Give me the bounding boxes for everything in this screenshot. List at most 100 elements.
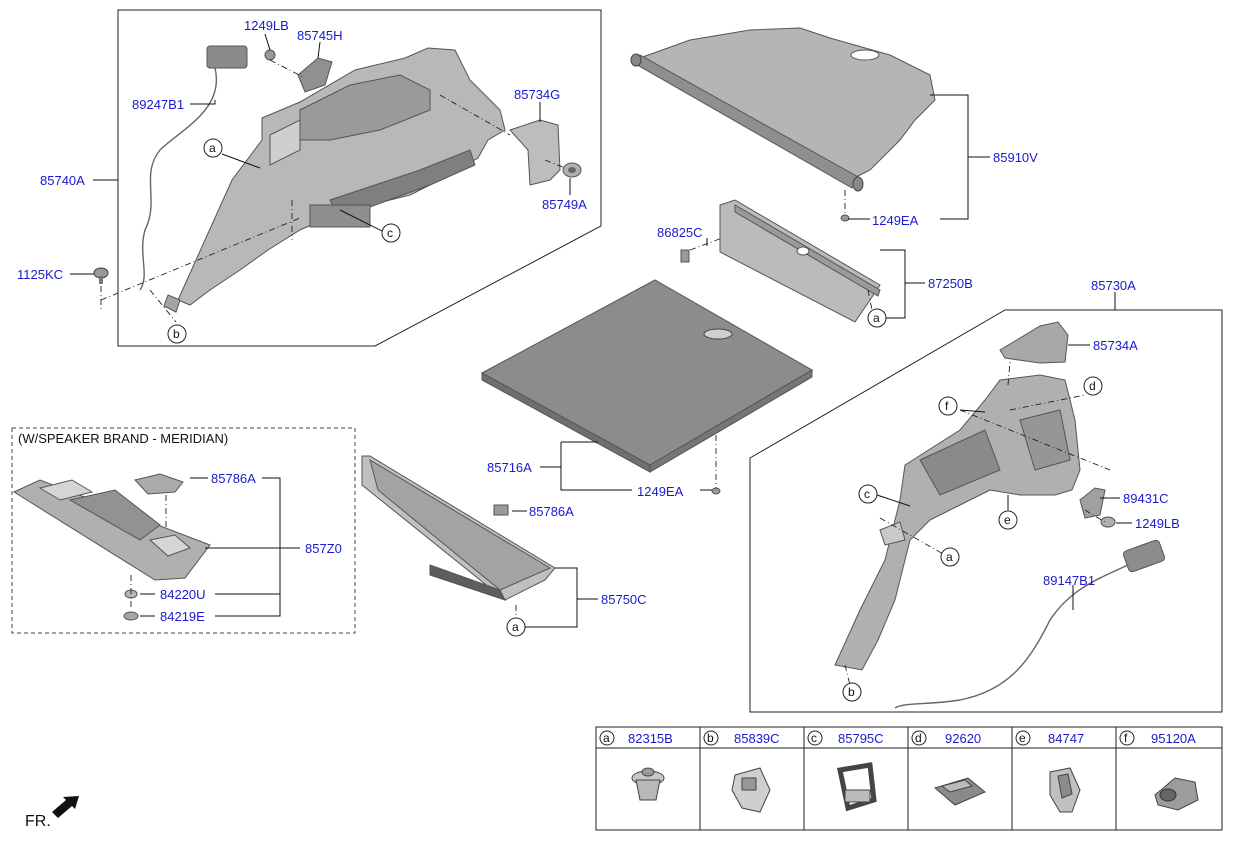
front-arrow-icon (52, 796, 79, 818)
svg-text:a: a (946, 550, 953, 564)
quarter-trim-right-illustration (834, 374, 1081, 671)
legend-part-84747[interactable]: 84747 (1048, 731, 1084, 746)
callout-b-right: b (842, 682, 862, 702)
screw-1249lb-right-illustration (1100, 516, 1116, 528)
wiring-harness-89247b1-illustration (139, 45, 248, 291)
bolt-1125kc-illustration (93, 267, 109, 284)
direction-label: FR. (25, 813, 51, 830)
svg-text:a: a (512, 620, 519, 634)
part-label-86825c[interactable]: 86825C (657, 225, 703, 240)
callout-a-tray: a (506, 617, 526, 637)
spring-clip-icon (1049, 767, 1081, 813)
svg-text:c: c (864, 487, 870, 501)
part-label-85734g[interactable]: 85734G (514, 87, 560, 102)
cover-85734g-illustration (509, 119, 561, 186)
quarter-trim-left-illustration (163, 47, 506, 313)
part-label-1125kc[interactable]: 1125KC (17, 267, 63, 282)
legend-cell-c: c 85795C (807, 730, 884, 746)
svg-text:b: b (173, 327, 180, 341)
svg-text:b: b (848, 685, 855, 699)
part-label-85749a[interactable]: 85749A (542, 197, 587, 212)
part-label-1249ea-top[interactable]: 1249EA (872, 213, 919, 228)
svg-text:e: e (1019, 731, 1026, 745)
part-label-1249lb-right[interactable]: 1249LB (1135, 516, 1180, 531)
callout-f-right: f (938, 396, 958, 416)
part-label-89247b1[interactable]: 89247B1 (132, 97, 184, 112)
callout-d-right: d (1083, 376, 1103, 396)
part-label-85716a[interactable]: 85716A (487, 460, 532, 475)
svg-text:b: b (707, 731, 714, 745)
callout-a-sill: a (867, 308, 887, 328)
legend-part-85795c[interactable]: 85795C (838, 731, 884, 746)
part-label-85745h[interactable]: 85745H (297, 28, 343, 43)
part-label-85740a[interactable]: 85740A (40, 173, 85, 188)
callout-a-right: a (940, 547, 960, 567)
fastener-legend-table (595, 726, 1223, 831)
screw-1249ea-top-illustration (840, 214, 850, 222)
part-label-85730a[interactable]: 85730A (1091, 278, 1136, 293)
option-note-meridian: (W/SPEAKER BRAND - MERIDIAN) (18, 431, 228, 446)
part-label-85786a-mid[interactable]: 85786A (529, 504, 574, 519)
part-label-1249ea-mid[interactable]: 1249EA (637, 484, 684, 499)
svg-text:a: a (603, 731, 610, 745)
push-clip-icon (631, 767, 665, 801)
svg-text:a: a (209, 141, 216, 155)
legend-part-95120a[interactable]: 95120A (1151, 731, 1196, 746)
clip-85786a-left-illustration (134, 473, 184, 495)
part-label-1249lb-top[interactable]: 1249LB (244, 18, 289, 33)
svg-text:d: d (915, 731, 922, 745)
bracket-85745h-illustration (297, 57, 333, 93)
under-tray-85750c-illustration (361, 455, 556, 601)
part-label-85786a-left[interactable]: 85786A (211, 471, 256, 486)
connector-icon (933, 777, 986, 806)
luggage-board-85716a-illustration (480, 279, 813, 473)
legend-cell-d: d 92620 (911, 730, 981, 746)
part-label-89431c[interactable]: 89431C (1123, 491, 1169, 506)
legend-cell-f: f 95120A (1119, 730, 1196, 746)
legend-part-82315b[interactable]: 82315B (628, 731, 673, 746)
callout-e-right: e (998, 510, 1018, 530)
harness-89147b1-illustration (894, 539, 1165, 709)
clip-85786a-mid-illustration (493, 504, 509, 516)
svg-text:c: c (811, 731, 817, 745)
screw-1249ea-mid-illustration (711, 487, 721, 495)
part-label-84220u[interactable]: 84220U (160, 587, 206, 602)
part-label-87250b[interactable]: 87250B (928, 276, 973, 291)
tie-down-hook-icon (837, 762, 877, 812)
svg-text:f: f (945, 399, 949, 413)
callout-b-top-left: b (167, 324, 187, 344)
option-frame-meridian (11, 427, 356, 634)
part-label-89147b1[interactable]: 89147B1 (1043, 573, 1095, 588)
svg-text:a: a (873, 311, 880, 325)
legend-cell-e: e 84747 (1015, 730, 1084, 746)
grommet-85749a-illustration (562, 162, 582, 178)
speaker-cover-857z0-illustration (12, 479, 211, 581)
power-outlet-icon (1154, 777, 1199, 811)
svg-text:f: f (1124, 731, 1128, 745)
sill-trim-87250b-illustration (719, 199, 881, 323)
part-label-85750c[interactable]: 85750C (601, 592, 647, 607)
washer-84219e-illustration (123, 611, 139, 621)
svg-text:c: c (387, 226, 393, 240)
callout-c-top-left: c (381, 223, 401, 243)
legend-part-92620[interactable]: 92620 (945, 731, 981, 746)
group-frame-85740a (117, 9, 602, 347)
part-label-857z0[interactable]: 857Z0 (305, 541, 342, 556)
group-frame-85730a (749, 309, 1223, 713)
legend-part-85839c[interactable]: 85839C (734, 731, 780, 746)
callout-c-right: c (858, 484, 878, 504)
legend-cell-b: b 85839C (703, 730, 780, 746)
cargo-screen-85910v-illustration (630, 27, 936, 192)
part-label-85734a[interactable]: 85734A (1093, 338, 1138, 353)
cover-85734a-illustration (999, 321, 1069, 364)
callout-a-top-left: a (203, 138, 223, 158)
legend-cell-a: a 82315B (599, 730, 673, 746)
bracket-89431c-illustration (1079, 487, 1106, 519)
retainer-clip-icon (731, 767, 771, 813)
svg-text:e: e (1004, 513, 1011, 527)
screw-1249lb-top-illustration (264, 49, 276, 61)
part-label-85910v[interactable]: 85910V (993, 150, 1038, 165)
part-label-84219e[interactable]: 84219E (160, 609, 205, 624)
svg-text:d: d (1089, 379, 1096, 393)
